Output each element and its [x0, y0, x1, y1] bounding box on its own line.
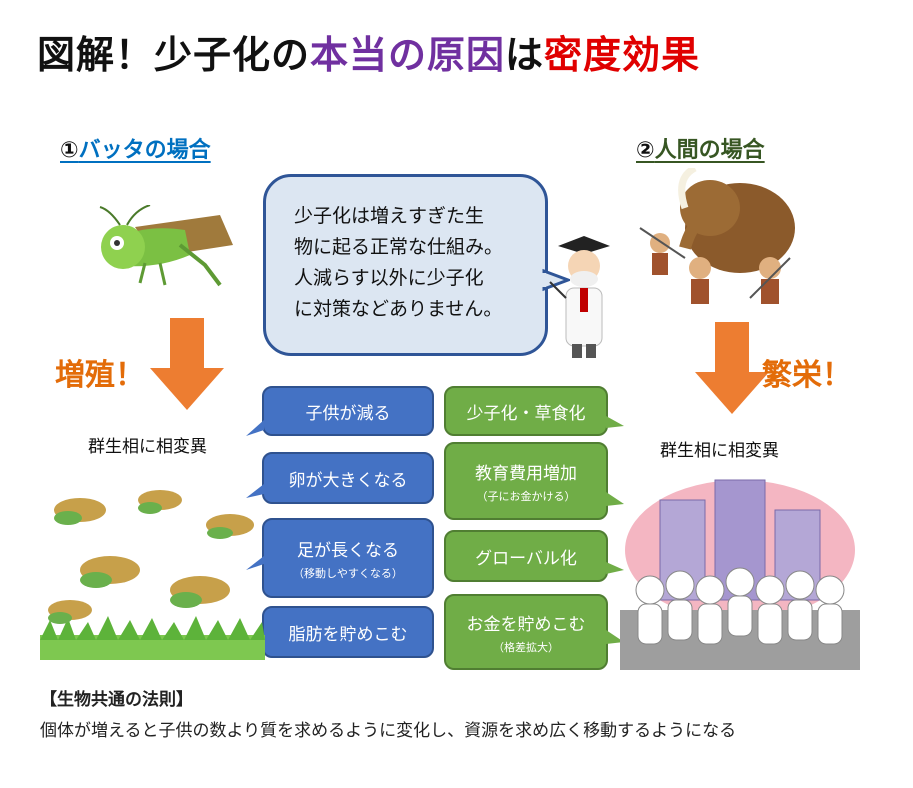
- blue-box-2: 卵が大きくなる: [262, 452, 434, 504]
- right-down-arrow: [695, 322, 769, 414]
- locust-swarm-illustration: [40, 490, 265, 660]
- case-1-number: ①: [60, 138, 79, 163]
- green-box-4-subtext: （格差拡大）: [493, 640, 559, 654]
- case-2-label: 人間の場合: [654, 138, 765, 163]
- blue-box-4-text: 脂肪を貯めこむ: [288, 624, 408, 645]
- speech-line-4: に対策などありません。: [294, 298, 503, 320]
- green-box-1-text: 少子化・草食化: [466, 403, 586, 424]
- green-box-4-text: お金を貯めこむ: [466, 614, 586, 635]
- green-box-3-text: グローバル化: [475, 548, 577, 569]
- case-1-label: バッタの場合: [78, 138, 211, 163]
- blue-box-1-text: 子供が減る: [305, 403, 391, 424]
- title-part-4: 密度効果: [544, 33, 701, 77]
- right-phase-label: 群生相に相変異: [660, 441, 779, 461]
- green-box-4: お金を貯めこむ （格差拡大）: [444, 594, 608, 670]
- title-part-2: 本当の原因: [310, 33, 506, 77]
- right-arrow-label: 繁栄！: [762, 358, 852, 393]
- left-arrow-label: 増殖！: [55, 358, 145, 393]
- green-box-1: 少子化・草食化: [444, 386, 608, 436]
- blue-box-4: 脂肪を貯めこむ: [262, 606, 434, 658]
- law-text: 個体が増えると子供の数より質を求めるように変化し、資源を求め広く移動するようにな…: [40, 721, 737, 741]
- mammoth-hunt-illustration: [639, 168, 795, 304]
- blue-box-3: 足が長くなる （移動しやすくなる）: [262, 518, 434, 598]
- city-crowd-illustration: [620, 479, 860, 670]
- grasshopper-illustration: [99, 205, 233, 287]
- green-box-2: 教育費用増加 （子にお金かける）: [444, 442, 608, 520]
- title-part-3: は: [505, 33, 545, 77]
- green-box-2-subtext: （子にお金かける）: [476, 489, 576, 503]
- green-box-2-text: 教育費用増加: [475, 463, 577, 484]
- case-2-number: ②: [636, 138, 655, 163]
- professor-illustration: [549, 236, 610, 358]
- case-1-heading: ①バッタの場合: [60, 132, 211, 164]
- blue-box-1: 子供が減る: [262, 386, 434, 436]
- speech-bubble-tail: [540, 268, 570, 292]
- blue-box-2-text: 卵が大きくなる: [288, 470, 408, 491]
- green-box-3: グローバル化: [444, 530, 608, 582]
- law-heading: 【生物共通の法則】: [40, 690, 193, 710]
- speech-line-3: 人減らす以外に少子化: [294, 267, 484, 289]
- case-2-heading: ②人間の場合: [636, 132, 765, 164]
- title-part-1: 図解！少子化の: [37, 33, 311, 77]
- speech-line-2: 物に起る正常な仕組み。: [294, 236, 504, 258]
- left-down-arrow: [150, 318, 224, 410]
- green-box-pointers: [606, 416, 624, 644]
- speech-line-1: 少子化は増えすぎた生: [294, 205, 485, 227]
- blue-box-3-subtext: （移動しやすくなる）: [293, 566, 403, 580]
- professor-speech-bubble: 少子化は増えすぎた生 物に起る正常な仕組み。 人減らす以外に少子化 に対策などあ…: [263, 174, 548, 356]
- left-phase-label: 群生相に相変異: [88, 437, 207, 457]
- page-title: 図解！少子化の本当の原因は密度効果: [37, 24, 700, 79]
- blue-box-3-text: 足が長くなる: [297, 540, 399, 561]
